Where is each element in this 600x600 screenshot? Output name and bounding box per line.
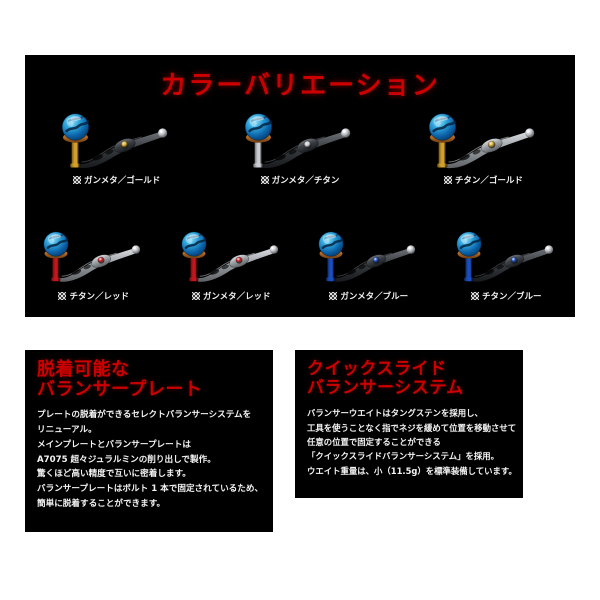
feature-body-line: プレートの脱着ができるセレクトバランサーシステムを bbox=[37, 410, 252, 421]
feature-right-heading: クイックスライド バランサーシステム bbox=[307, 359, 511, 399]
checkered-diamond-icon bbox=[73, 176, 82, 184]
color-variation-title: カラーバリエーション bbox=[160, 71, 440, 101]
color-variant-label-text: ガンメタ／レッド bbox=[202, 292, 271, 302]
color-variation-panel: カラーバリエーション bbox=[25, 55, 575, 317]
feature-body-line: メインプレートとバランサープレートは bbox=[37, 439, 191, 450]
feature-left-heading: 脱着可能な バランサープレート bbox=[37, 359, 261, 401]
color-variant-label: チタン／ブルー bbox=[438, 290, 576, 302]
color-variant-item[interactable]: ガンメタ／レッド bbox=[163, 223, 301, 302]
feature-right-heading-line1: クイックスライド bbox=[307, 359, 447, 379]
reel-handle-image bbox=[163, 223, 301, 289]
color-variant-item[interactable]: ガンメタ／ブルー bbox=[300, 223, 438, 302]
color-variant-label: ガンメタ／ブルー bbox=[300, 290, 438, 302]
color-variant-label: ガンメタ／ゴールド bbox=[25, 174, 208, 186]
reel-handle-image bbox=[438, 223, 576, 289]
reel-handle-image bbox=[25, 223, 163, 289]
feature-panel-detachable-balancer-plate: 脱着可能な バランサープレート プレートの脱着ができるセレクトバランサーシステム… bbox=[25, 350, 273, 532]
checkered-diamond-icon bbox=[443, 176, 452, 184]
color-variation-row-1: ガンメタ／ゴールド bbox=[25, 107, 575, 186]
reel-handle-image bbox=[300, 223, 438, 289]
checkered-diamond-icon bbox=[58, 292, 67, 300]
feature-panel-quick-slide-balancer-system: クイックスライド バランサーシステム バランサーウエイトはタングステンを採用し、… bbox=[295, 350, 523, 498]
color-variant-item[interactable]: ガンメタ／チタン bbox=[208, 107, 391, 186]
color-variant-item[interactable]: チタン／ブルー bbox=[438, 223, 576, 302]
color-variant-label-text: ガンメタ／ブルー bbox=[340, 292, 409, 302]
feature-left-heading-line2: バランサープレート bbox=[37, 379, 203, 401]
feature-body-line: 「クイックスライドバランサーシステム」を採用。 bbox=[307, 451, 499, 462]
color-variant-label: チタン／レッド bbox=[25, 290, 163, 302]
color-variant-item[interactable]: チタン／ゴールド bbox=[392, 107, 575, 186]
feature-body-line: 驚くほど高い精度で互いに密着します。 bbox=[37, 469, 191, 480]
checkered-diamond-icon bbox=[329, 292, 338, 300]
color-variant-label-text: ガンメタ／チタン bbox=[271, 176, 340, 186]
color-variant-label: ガンメタ／レッド bbox=[163, 290, 301, 302]
feature-right-body: バランサーウエイトはタングステンを採用し、工具を使うことなく指でネジを緩めて位置… bbox=[307, 406, 517, 478]
color-variation-row-2: チタン／レッド bbox=[25, 223, 576, 302]
feature-body-line: ウエイト重量は、小（11.5g）を標準装備しています。 bbox=[307, 465, 517, 476]
reel-handle-image bbox=[392, 107, 575, 173]
color-variant-label: チタン／ゴールド bbox=[392, 174, 575, 186]
feature-body-line: A7075 超々ジュラルミンの削り出しで製作。 bbox=[37, 454, 216, 465]
reel-handle-image bbox=[25, 107, 208, 173]
feature-body-line: リニューアル。 bbox=[37, 425, 97, 436]
feature-body-line: 簡単に脱着することができます。 bbox=[37, 499, 166, 509]
checkered-diamond-icon bbox=[191, 292, 200, 300]
feature-body-line: 任意の位置で固定することができる bbox=[307, 436, 441, 447]
feature-body-line: 工具を使うことなく指でネジを緩めて位置を移動させて bbox=[307, 422, 517, 433]
feature-right-heading-line2: バランサーシステム bbox=[307, 378, 464, 399]
checkered-diamond-icon bbox=[470, 292, 479, 300]
color-variant-label-text: チタン／レッド bbox=[69, 292, 129, 302]
reel-handle-image bbox=[208, 107, 391, 173]
color-variant-label-text: ガンメタ／ゴールド bbox=[84, 176, 161, 186]
checkered-diamond-icon bbox=[260, 176, 269, 184]
color-variant-label-text: チタン／ブルー bbox=[481, 292, 542, 302]
feature-left-heading-line1: 脱着可能な bbox=[37, 359, 130, 380]
color-variant-label: ガンメタ／チタン bbox=[208, 174, 391, 186]
feature-body-line: バランサーウエイトはタングステンを採用し、 bbox=[307, 408, 483, 419]
feature-left-body: プレートの脱着ができるセレクトバランサーシステムをリニューアル。メインプレートと… bbox=[37, 408, 264, 511]
feature-body-line: バランサープレートはボルト 1 本で固定されているため、 bbox=[37, 484, 264, 495]
color-variant-item[interactable]: ガンメタ／ゴールド bbox=[25, 107, 208, 186]
color-variant-label-text: チタン／ゴールド bbox=[454, 176, 523, 186]
color-variant-item[interactable]: チタン／レッド bbox=[25, 223, 163, 302]
